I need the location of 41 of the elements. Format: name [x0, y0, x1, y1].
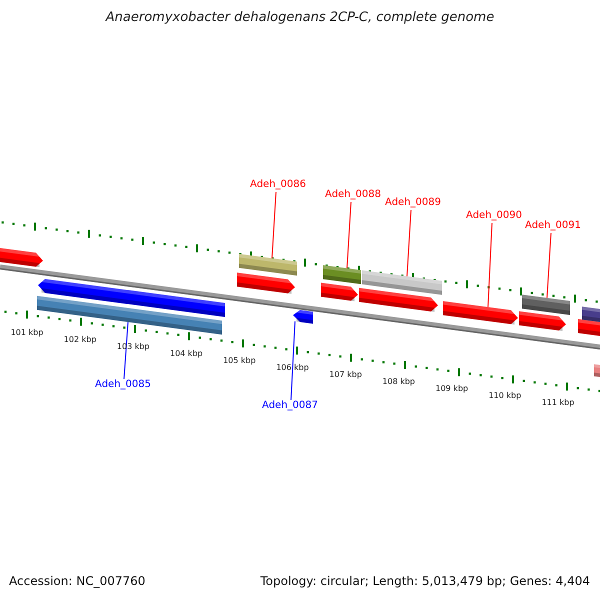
genome-summary-text: Topology: circular; Length: 5,013,479 bp; Genes: 4,404: [260, 574, 590, 588]
gene-bar: [594, 364, 600, 378]
gene-bar: [582, 306, 600, 324]
gene-label: Adeh_0086: [250, 179, 306, 191]
gene-label: Adeh_0089: [385, 197, 441, 209]
leader-line: [546, 232, 552, 298]
gene-feature: [578, 319, 600, 337]
leader-line: [290, 320, 296, 400]
scale-label: 111 kbp: [542, 398, 574, 408]
scale-label: 105 kbp: [223, 356, 256, 366]
scale-label: 110 kbp: [488, 391, 522, 401]
gene-feature: [237, 272, 295, 294]
scale-label: 101 kbp: [10, 328, 44, 338]
scale-label: 107 kbp: [329, 370, 362, 380]
accession-text: Accession: NC_007760: [9, 574, 146, 588]
gene-bar: [239, 254, 297, 276]
gene-label: Adeh_0088: [325, 189, 381, 201]
gene-feature: [321, 282, 358, 302]
leader-line: [406, 210, 412, 277]
gene-feature: [0, 247, 43, 268]
gene-bar: [522, 294, 570, 315]
gene-feature: [293, 310, 313, 324]
scale-label: 106 kbp: [276, 363, 309, 373]
leader-line: [124, 322, 128, 380]
gene-bar: [362, 270, 442, 295]
gene-feature: [519, 311, 566, 331]
gene-feature: [38, 278, 225, 317]
leader-line: [272, 192, 276, 259]
gene-feature: [443, 301, 518, 325]
scale-label: 108 kbp: [382, 377, 415, 387]
gene-label: Adeh_0085: [95, 379, 151, 391]
gene-label: Adeh_0087: [262, 400, 318, 412]
leader-line: [488, 222, 492, 308]
leader-line: [346, 202, 352, 269]
scale-label: 104 kbp: [170, 349, 203, 359]
map-title: Anaeromyxobacter dehalogenans 2CP-C, complete genome: [106, 10, 494, 26]
gene-label: Adeh_0090: [466, 210, 522, 222]
gene-bar: [323, 265, 361, 284]
scale-label: 109 kbp: [436, 384, 468, 394]
scale-label: 102 kbp: [64, 335, 96, 345]
gene-label: Adeh_0091: [525, 220, 581, 232]
